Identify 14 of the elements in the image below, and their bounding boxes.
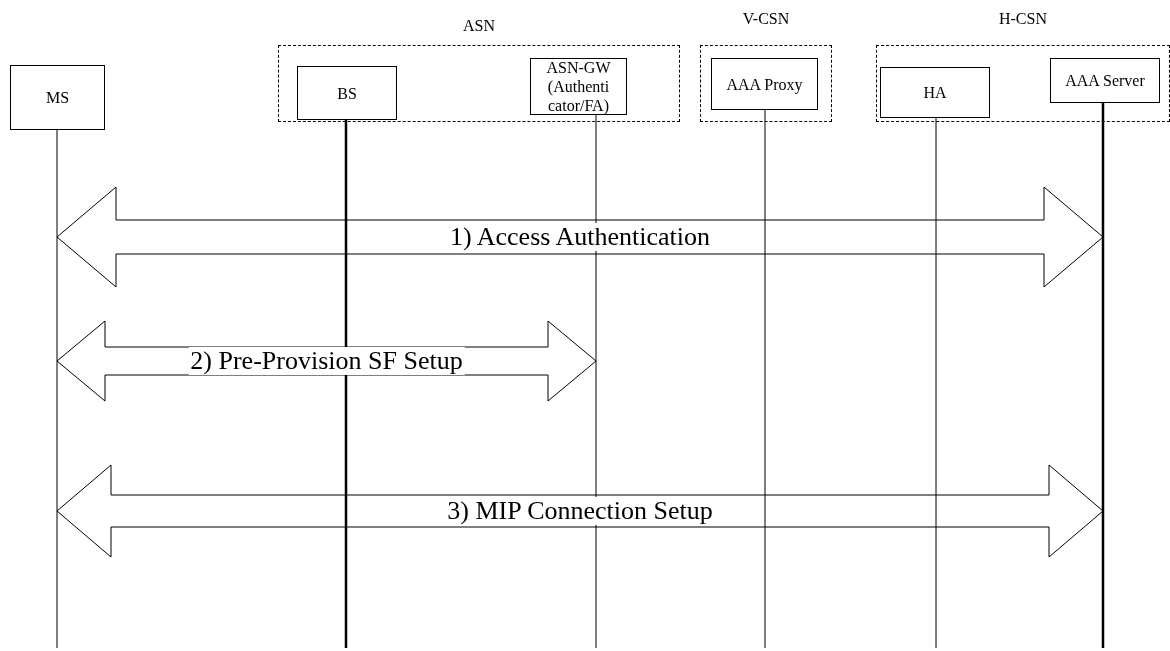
entity-box: MS: [10, 65, 105, 130]
double-arrow: [56, 320, 597, 402]
entity-box: AAA Server: [1050, 58, 1160, 103]
entity-box: AAA Proxy: [711, 58, 818, 110]
edge-label: 3) MIP Connection Setup: [445, 497, 715, 525]
entity-box: ASN-GW (Authenti cator/FA): [530, 58, 627, 115]
edge-label: 2) Pre-Provision SF Setup: [188, 347, 465, 375]
double-arrow: [56, 186, 1104, 288]
group-title: V-CSN: [741, 10, 791, 28]
entity-box: HA: [880, 67, 990, 118]
group-title: H-CSN: [998, 10, 1048, 28]
double-arrow: [56, 464, 1104, 558]
group-title: ASN: [462, 17, 496, 35]
entity-box: BS: [297, 66, 397, 120]
